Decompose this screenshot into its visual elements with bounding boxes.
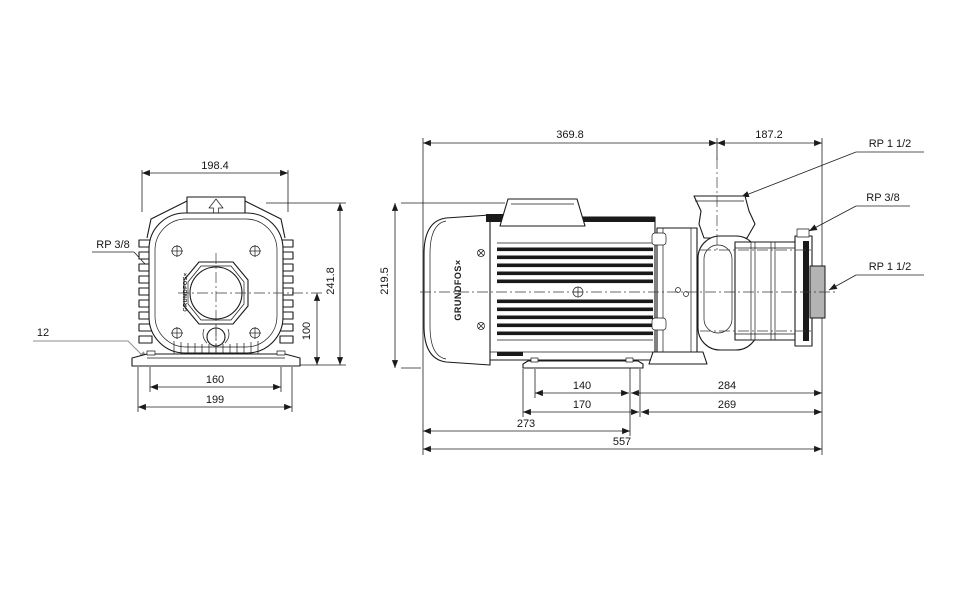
side-inlet-leader-line: [828, 274, 924, 291]
side-vent-plug: [796, 228, 810, 238]
side-view-pump-art: [420, 158, 838, 369]
dim-side-motor-end-to-port: 369.8: [556, 129, 584, 141]
brand-text: GRUNDFOS: [453, 265, 463, 321]
front-view-dimension-lines: [33, 169, 346, 412]
label-side-vent-plug: RP 3/8: [866, 192, 900, 204]
dim-front-overall-width: 198.4: [201, 160, 229, 172]
dim-side-holes-to-inlet: 284: [717, 380, 737, 392]
front-foot-thickness-leader-line: [33, 340, 149, 362]
front-base-plate: [131, 350, 301, 367]
dim-front-foot-hole-spacing: 160: [205, 374, 225, 386]
side-vent-leader-line: [808, 205, 910, 232]
dim-side-port-to-inlet-end: 187.2: [755, 129, 783, 141]
front-cooling-fins-right: [279, 239, 294, 344]
dim-front-foot-width: 199: [205, 394, 225, 406]
side-discharge-leader-line: [740, 151, 924, 198]
dim-side-motor-end-to-foot: 273: [516, 418, 536, 430]
dim-side-overall-length: 557: [612, 436, 632, 448]
dim-front-centerline-height: 100: [301, 321, 313, 341]
dim-side-overall-height: 219.5: [379, 267, 391, 295]
dim-side-foot-to-inlet: 269: [717, 399, 737, 411]
front-port-boss: [183, 261, 249, 325]
side-brand-marking: GRUNDFOS×: [453, 259, 463, 320]
label-side-discharge-port: RP 1 1/2: [868, 138, 912, 150]
label-front-foot-thickness: 12: [36, 327, 50, 339]
label-side-inlet-port: RP 1 1/2: [868, 261, 912, 273]
dim-front-overall-height: 241.8: [325, 267, 337, 295]
grundfos-logo-icon: ×: [453, 259, 463, 266]
side-motor-body: [486, 214, 656, 361]
side-fan-cover: [423, 214, 491, 366]
side-chamber-stack: [734, 228, 813, 347]
label-front-drain-plug: RP 3/8: [96, 239, 130, 251]
dim-side-foot-hole-spacing: 140: [572, 380, 592, 392]
dim-side-foot-length: 170: [572, 399, 592, 411]
side-adapter-flange: [648, 227, 708, 365]
front-view-pump-art: [131, 196, 323, 367]
front-corner-screws: [171, 245, 261, 339]
front-brand-marking: GRUNDFOS×: [183, 272, 189, 311]
brand-text: GRUNDFOS: [183, 276, 189, 312]
grundfos-logo-icon: ×: [183, 272, 189, 277]
side-terminal-box: [499, 198, 586, 227]
side-motor-foot: [522, 357, 644, 369]
side-discharge-port: [693, 195, 756, 239]
